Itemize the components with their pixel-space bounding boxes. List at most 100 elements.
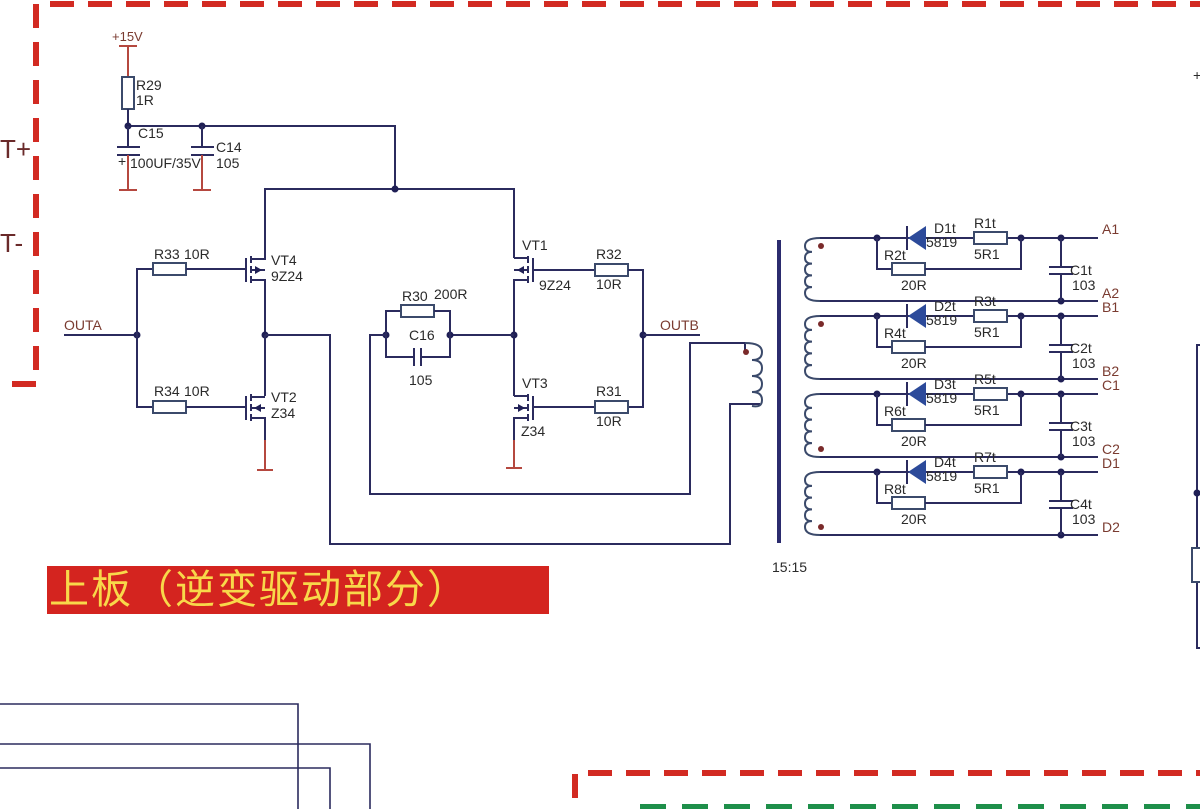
vt4-ref: VT4 <box>271 252 297 268</box>
series-resistor-ref: R7t <box>974 449 996 465</box>
series-resistor <box>973 465 1008 479</box>
capacitor-ref: C1t <box>1070 262 1092 278</box>
parallel-resistor <box>891 496 926 510</box>
right-plus-label: + <box>1193 67 1200 83</box>
parallel-resistor <box>891 262 926 276</box>
vt1-ref: VT1 <box>522 237 548 253</box>
diode-d2t <box>908 304 926 328</box>
t-minus-label: T- <box>0 228 23 258</box>
vt3-ref: VT3 <box>522 375 548 391</box>
parallel-resistor-value: 20R <box>901 277 927 293</box>
diode-value: 5819 <box>926 390 957 406</box>
vt4-value: 9Z24 <box>271 268 303 284</box>
transformer: 15:15 <box>743 240 807 575</box>
phase-dot <box>818 243 824 249</box>
r30-resistor <box>400 304 435 318</box>
series-resistor <box>973 309 1008 323</box>
c14-ref: C14 <box>216 139 242 155</box>
r34-ref: R34 <box>154 383 180 399</box>
r34-value: 10R <box>184 383 210 399</box>
capacitor-value: 103 <box>1072 433 1096 449</box>
r31-ref: R31 <box>596 383 622 399</box>
vt2-mosfet <box>245 394 266 460</box>
capacitor-ref: C3t <box>1070 418 1092 434</box>
bypass-wire <box>925 238 1022 270</box>
diode-value: 5819 <box>926 468 957 484</box>
phase-dot <box>818 321 824 327</box>
output-pos-label: D1 <box>1102 455 1120 471</box>
parallel-resistor-value: 20R <box>901 355 927 371</box>
right-half-bridge: VT1 9Z24 R32 10R OUTB R30 200R C16 105 <box>369 237 746 495</box>
series-resistor-value: 5R1 <box>974 480 1000 496</box>
r29-ref: R29 <box>136 77 162 93</box>
output-pos-label: C1 <box>1102 377 1120 393</box>
primary-coil <box>744 342 764 408</box>
c16-ref: C16 <box>409 327 435 343</box>
series-resistor <box>973 231 1008 245</box>
phase-dot <box>818 524 824 530</box>
parallel-resistor-value: 20R <box>901 511 927 527</box>
vt4-mosfet <box>245 256 266 335</box>
series-resistor-value: 5R1 <box>974 246 1000 262</box>
parallel-resistor <box>891 418 926 432</box>
phase-dot <box>818 446 824 452</box>
r29-value: 1R <box>136 92 154 108</box>
series-resistor-value: 5R1 <box>974 324 1000 340</box>
transformer-ratio: 15:15 <box>772 559 807 575</box>
diode-ref: D3t <box>934 376 956 392</box>
vt2-ref: VT2 <box>271 389 297 405</box>
secondary-outputs: D1t5819R1t5R1R2t20RC1t103A1A2D2t5819R3t5… <box>803 215 1120 539</box>
vt1-value: 9Z24 <box>539 277 571 293</box>
t-plus-label: T+ <box>0 134 31 164</box>
power-supply: +15V R29 1R + C15 100UF/35V C14 105 <box>112 29 396 191</box>
diode-ref: D4t <box>934 454 956 470</box>
c16-value: 105 <box>409 372 433 388</box>
section-title-banner: 上板（逆变驱动部分） <box>47 566 549 614</box>
series-resistor-value: 5R1 <box>974 402 1000 418</box>
c15-polarity: + <box>118 153 126 169</box>
capacitor-ref: C4t <box>1070 496 1092 512</box>
upper-board-border-left <box>0 4 39 387</box>
secondary-coil <box>803 393 821 458</box>
r30-value: 200R <box>434 286 467 302</box>
r33-ref: R33 <box>154 246 180 262</box>
r33-value: 10R <box>184 246 210 262</box>
vcc-label: +15V <box>112 29 143 44</box>
right-edge-partial <box>1191 344 1200 649</box>
parallel-resistor-value: 20R <box>901 433 927 449</box>
bypass-wire <box>876 394 892 426</box>
r29-resistor <box>121 76 135 110</box>
capacitor-value: 103 <box>1072 355 1096 371</box>
r33-resistor <box>152 262 187 276</box>
output-neg-label: C2 <box>1102 441 1120 457</box>
r32-value: 10R <box>596 276 622 292</box>
r31-resistor <box>594 400 629 414</box>
diode-d4t <box>908 460 926 484</box>
upper-board-border-top <box>33 1 1200 28</box>
parallel-resistor-ref: R4t <box>884 325 906 341</box>
left-half-bridge: OUTA R33 10R VT4 9Z24 R34 10R <box>64 185 760 545</box>
capacitor-ref: C2t <box>1070 340 1092 356</box>
vt2-value: Z34 <box>271 405 295 421</box>
output-neg-label: A2 <box>1102 285 1119 301</box>
r32-resistor <box>594 263 629 277</box>
c15-ref: C15 <box>138 125 164 141</box>
diode-value: 5819 <box>926 312 957 328</box>
outb-net-label: OUTB <box>660 317 699 333</box>
r30-ref: R30 <box>402 288 428 304</box>
secondary-coil <box>803 237 821 302</box>
bypass-wire <box>925 316 1022 348</box>
r34-resistor <box>152 400 187 414</box>
bypass-wire <box>876 238 892 270</box>
series-resistor-ref: R3t <box>974 293 996 309</box>
series-resistor-ref: R1t <box>974 215 996 231</box>
c14-value: 105 <box>216 155 240 171</box>
capacitor-value: 103 <box>1072 511 1096 527</box>
r31-value: 10R <box>596 413 622 429</box>
secondary-coil <box>803 315 821 380</box>
diode-d1t <box>908 226 926 250</box>
capacitor-value: 103 <box>1072 277 1096 293</box>
bottom-wiring <box>0 703 371 809</box>
diode-value: 5819 <box>926 234 957 250</box>
